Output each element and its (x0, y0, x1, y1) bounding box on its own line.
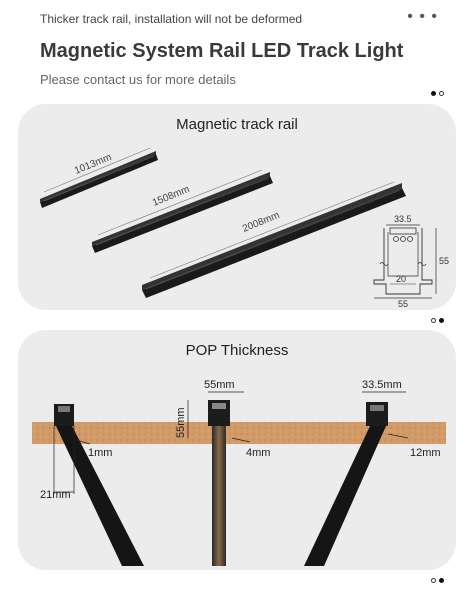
right-fixture: 33.5mm 12mm (304, 379, 441, 566)
profile-top-width: 33.5 (394, 214, 412, 224)
center-width-label: 55mm (204, 379, 235, 391)
page-subtitle: Please contact us for more details (40, 72, 236, 87)
ceiling-board (32, 422, 446, 444)
carousel-dots-3[interactable] (431, 578, 444, 583)
carousel-dots-1[interactable] (431, 91, 444, 96)
carousel-dot[interactable] (431, 318, 436, 323)
center-fixture: 55mm 55mm 4mm (175, 379, 270, 566)
track-rail-illustration: 1013mm 1508mm 2008mm 33.5 (40, 147, 449, 309)
carousel-dots-2[interactable] (431, 318, 444, 323)
rail-long: 2008mm (142, 181, 406, 298)
left-gap-label: 1mm (88, 447, 112, 459)
pop-thickness-card: POP Thickness 21mm 1mm (18, 330, 456, 570)
profile-inner-width: 20 (396, 274, 406, 284)
rail-length-2008: 2008mm (241, 210, 281, 235)
right-width-label: 33.5mm (362, 379, 402, 391)
caption-text: Thicker track rail, installation will no… (40, 12, 303, 26)
carousel-dot[interactable] (439, 318, 444, 323)
track-rail-card: Magnetic track rail 1013mm 1508mm 2008mm (18, 104, 456, 310)
carousel-dot[interactable] (439, 578, 444, 583)
rail-profile-drawing: 33.5 55 20 55 (373, 214, 449, 309)
right-gap-label: 12mm (410, 447, 441, 459)
left-fixture: 21mm 1mm (40, 404, 144, 566)
center-gap-label: 4mm (246, 447, 270, 459)
carousel-dot[interactable] (439, 91, 444, 96)
pop-thickness-illustration: 21mm 1mm 55mm 55mm 4mm 33.5mm 12mm (32, 379, 446, 566)
more-options-icon[interactable]: • • • (407, 8, 438, 25)
rail-short: 1013mm (40, 147, 158, 208)
rail-length-1508: 1508mm (151, 184, 191, 209)
center-height-label: 55mm (175, 407, 187, 438)
carousel-dot[interactable] (431, 578, 436, 583)
track-rail-title: Magnetic track rail (176, 116, 298, 133)
carousel-dot[interactable] (431, 91, 436, 96)
profile-bottom-width: 55 (398, 299, 408, 309)
top-bar: Thicker track rail, installation will no… (0, 0, 474, 36)
left-width-label: 21mm (40, 489, 71, 501)
pop-thickness-title: POP Thickness (185, 342, 289, 359)
page-title: Magnetic System Rail LED Track Light (40, 40, 404, 62)
profile-height: 55 (439, 256, 449, 266)
